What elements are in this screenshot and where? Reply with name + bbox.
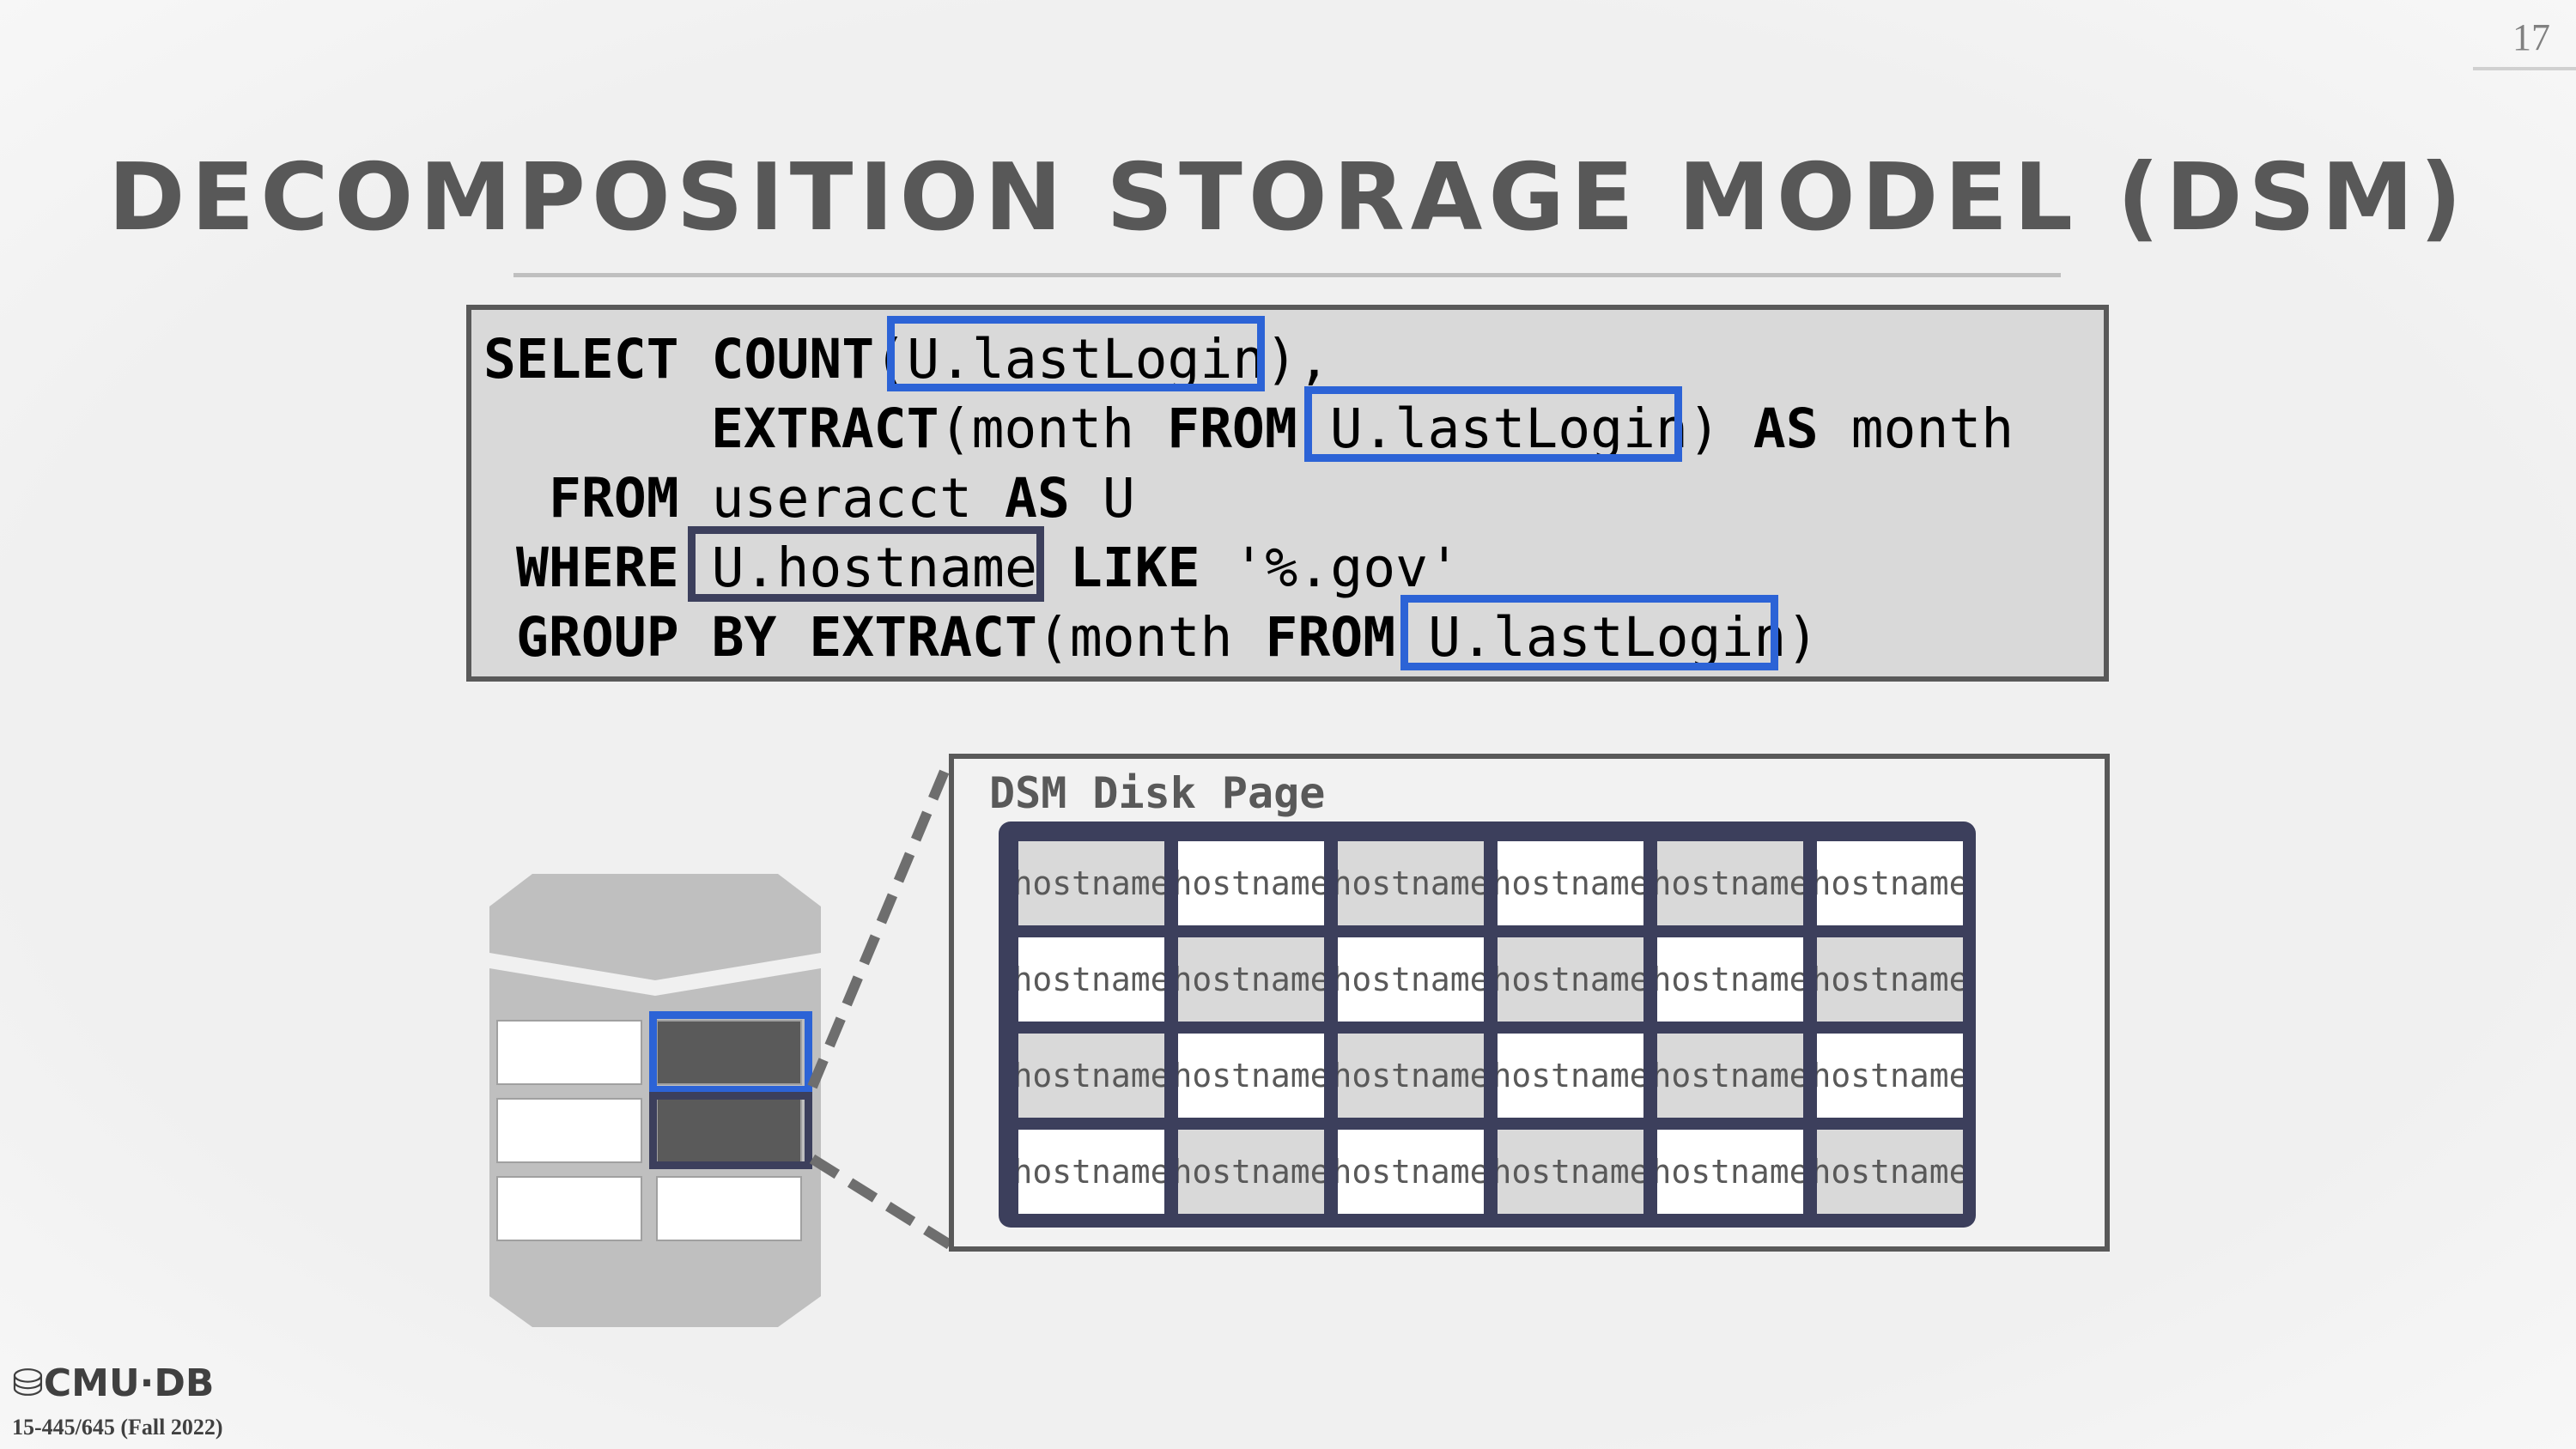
sql-column-hostname: U.hostname	[711, 537, 1037, 599]
highlight-lastlogin-3	[1400, 595, 1778, 670]
dsm-cell: hostname	[1817, 1130, 1963, 1214]
dsm-cell: hostname	[1178, 841, 1324, 925]
sql-line-5: GROUP BY EXTRACT(month FROM U.lastLogin)	[516, 603, 1819, 672]
sql-line-1: SELECT COUNT(U.lastLogin),	[483, 325, 1330, 394]
sql-line-4: WHERE U.hostname LIKE '%.gov'	[516, 534, 1461, 603]
sql-keyword: EXTRACT	[809, 606, 1037, 669]
title-underline	[513, 273, 2061, 277]
dsm-cell: hostname	[1178, 1034, 1324, 1118]
mini-disk-page	[496, 1176, 642, 1241]
dsm-cell: hostname	[1178, 937, 1324, 1022]
mini-disk-page-hostname	[656, 1020, 802, 1085]
highlight-lastlogin-2	[1304, 386, 1682, 462]
dsm-cell: hostname	[1817, 937, 1963, 1022]
dsm-cell: hostname	[1657, 937, 1803, 1022]
sql-keyword: GROUP BY	[516, 606, 777, 669]
dsm-disk-page-label: DSM Disk Page	[989, 768, 1326, 818]
page-number: 17	[2512, 16, 2550, 58]
dsm-cell: hostname	[1018, 1034, 1164, 1118]
sql-text: useracct	[711, 467, 973, 530]
dsm-cell: hostname	[1657, 1034, 1803, 1118]
sql-text: (month	[1036, 606, 1266, 669]
highlight-hostname	[688, 526, 1044, 602]
dsm-cell: hostname	[1338, 841, 1484, 925]
sql-line-3: FROM useracct AS U	[549, 464, 1135, 533]
dsm-cell: hostname	[1498, 937, 1643, 1022]
dsm-cell: hostname	[1178, 1130, 1324, 1214]
dsm-cell: hostname	[1817, 1034, 1963, 1118]
dsm-cell: hostname	[1498, 1034, 1643, 1118]
page-number-rule	[2473, 67, 2576, 70]
sql-keyword: LIKE	[1069, 537, 1200, 599]
sql-keyword: WHERE	[516, 537, 679, 599]
sql-keyword: COUNT	[711, 328, 875, 391]
dsm-cell: hostname	[1018, 841, 1164, 925]
dsm-cell: hostname	[1018, 1130, 1164, 1214]
sql-keyword: FROM	[1265, 606, 1396, 669]
mini-disk-page	[656, 1176, 802, 1241]
sql-text: '%.gov'	[1232, 537, 1461, 599]
sql-text: )	[1786, 606, 1820, 669]
database-logo-icon: ⛁	[12, 1361, 44, 1405]
sql-keyword: FROM	[549, 467, 679, 530]
dsm-cell: hostname	[1657, 1130, 1803, 1214]
dsm-cell: hostname	[1498, 841, 1643, 925]
dsm-cell: hostname	[1018, 937, 1164, 1022]
dsm-cell: hostname	[1338, 1130, 1484, 1214]
zoom-connector-lines	[807, 756, 955, 1250]
mini-disk-page	[496, 1098, 642, 1163]
highlight-selected-page-dark	[649, 1092, 812, 1169]
logo-text: CMU·DB	[43, 1361, 215, 1405]
sql-text: U	[1102, 467, 1135, 530]
sql-keyword: EXTRACT	[711, 397, 939, 460]
sql-keyword: AS	[1753, 397, 1819, 460]
sql-keyword: SELECT	[483, 328, 679, 391]
sql-column-lastlogin: U.lastLogin	[1428, 606, 1787, 669]
dsm-cell: hostname	[1817, 841, 1963, 925]
sql-line-2: EXTRACT(month FROM U.lastLogin) AS month	[711, 395, 2014, 464]
sql-keyword: FROM	[1167, 397, 1297, 460]
highlight-selected-page-blue	[649, 1011, 812, 1094]
course-label: 15-445/645 (Fall 2022)	[12, 1415, 223, 1440]
sql-query-box: SELECT COUNT(U.lastLogin), EXTRACT(month…	[466, 305, 2109, 682]
highlight-lastlogin-1	[887, 316, 1265, 391]
dsm-cell: hostname	[1338, 1034, 1484, 1118]
sql-text: ),	[1265, 328, 1331, 391]
sql-keyword: AS	[1005, 467, 1070, 530]
sql-column-lastlogin: U.lastLogin	[1329, 397, 1688, 460]
dsm-cell: hostname	[1338, 937, 1484, 1022]
mini-disk-page	[496, 1020, 642, 1085]
cmu-db-logo: ⛁CMU·DB	[12, 1361, 214, 1405]
dsm-cell: hostname	[1657, 841, 1803, 925]
sql-text: (month	[939, 397, 1168, 460]
sql-column-lastlogin: U.lastLogin	[907, 328, 1266, 391]
sql-text: )	[1687, 397, 1721, 460]
sql-text: month	[1850, 397, 2014, 460]
dsm-cell: hostname	[1498, 1130, 1643, 1214]
slide-title: DECOMPOSITION STORAGE MODEL (DSM)	[107, 144, 2469, 252]
